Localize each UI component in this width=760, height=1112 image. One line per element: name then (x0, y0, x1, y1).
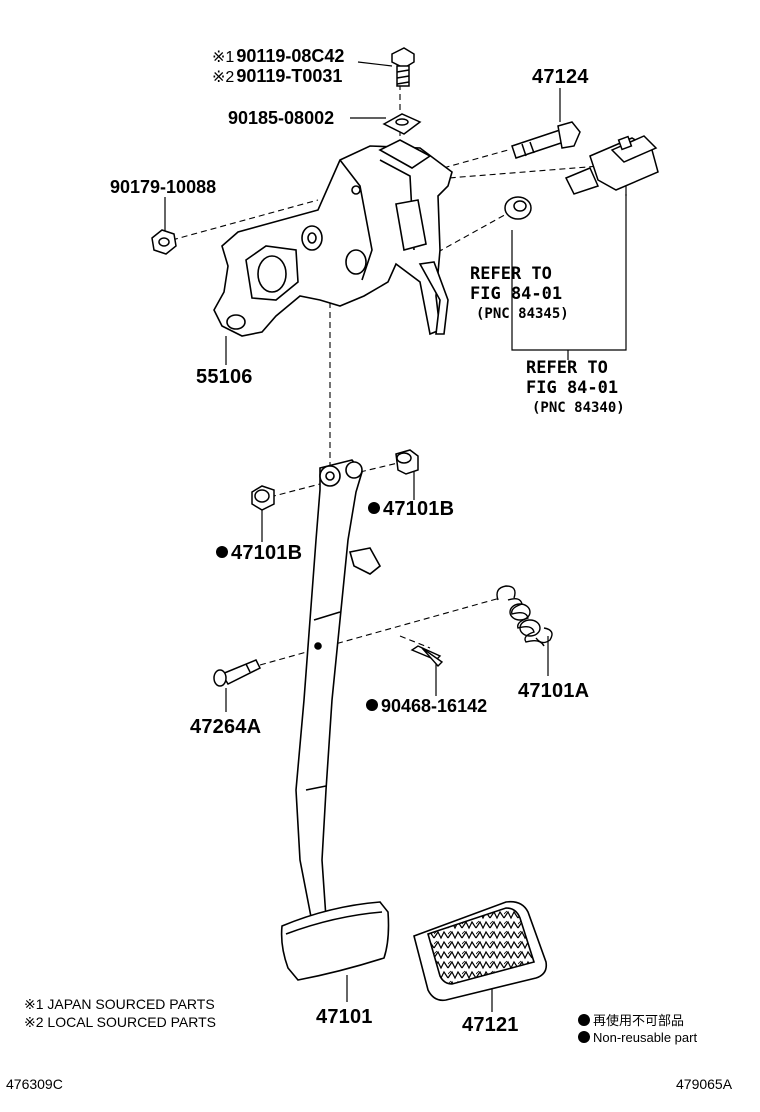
ref1-line1[interactable]: REFER TO (470, 264, 552, 284)
part-label-nut[interactable]: 90179-10088 (110, 177, 217, 197)
bushing-b-right (395, 449, 419, 475)
spring-part (496, 585, 553, 647)
pad-cover-part (413, 900, 548, 1002)
part-label-pedal[interactable]: 47101 (316, 1006, 373, 1028)
legend-dot-icon (578, 1013, 590, 1026)
switch-part (564, 135, 659, 195)
clevis-pin-part (213, 659, 262, 687)
part-label-bushing-right[interactable]: 47101B (368, 498, 454, 521)
part-number: 90119-08C42 (236, 46, 345, 66)
part-number: 90468-16142 (381, 696, 488, 716)
ref2-line1[interactable]: REFER TO (526, 358, 608, 378)
bushing-b-left (251, 485, 275, 511)
clip-part (410, 645, 444, 668)
part-number: 47101B (383, 498, 455, 520)
part-label-washer-nut[interactable]: 90185-08002 (228, 108, 335, 128)
part-number: 47101B (231, 542, 303, 564)
bushing-part (504, 196, 532, 220)
ref2-line2[interactable]: FIG 84-01 (526, 378, 619, 398)
japan-source-mark: ※1 (212, 49, 235, 66)
part-label-clevis-pin[interactable]: 47264A (190, 716, 262, 738)
bracket-part (213, 139, 453, 337)
note-japan-sourced: ※1 JAPAN SOURCED PARTS (24, 996, 215, 1012)
part-label-spring[interactable]: 47101A (518, 680, 590, 702)
local-source-mark: ※2 (212, 69, 235, 86)
legend-jp-text: 再使用不可部品 (593, 1013, 685, 1028)
part-label-bracket[interactable]: 55106 (196, 366, 253, 388)
figure-code-right: 479065A (676, 1076, 733, 1092)
bolt-part (391, 47, 415, 87)
pedal-arm-part (295, 459, 382, 924)
part-number: 90119-T0031 (236, 66, 343, 86)
washer-nut-part (382, 113, 422, 135)
ref2-line3: (PNC 84340) (532, 400, 625, 416)
ref1-line3: (PNC 84345) (476, 306, 569, 322)
part-label-pin[interactable]: 47124 (532, 66, 589, 88)
nut-part (151, 229, 177, 255)
pedal-pad-part (280, 901, 390, 981)
ref1-line2[interactable]: FIG 84-01 (470, 284, 563, 304)
legend-en: Non-reusable part (578, 1030, 697, 1045)
non-reusable-dot (366, 699, 378, 712)
legend-dot-icon (578, 1030, 590, 1043)
legend-jp: 再使用不可部品 (578, 1010, 684, 1029)
figure-code-left: 476309C (6, 1076, 63, 1092)
part-label-pad-cover[interactable]: 47121 (462, 1014, 519, 1036)
non-reusable-dot (368, 501, 380, 514)
part-label-bushing-left[interactable]: 47101B (216, 542, 302, 565)
part-label-clip[interactable]: 90468-16142 (366, 696, 487, 717)
note-local-sourced: ※2 LOCAL SOURCED PARTS (24, 1014, 216, 1030)
pin-part (511, 121, 581, 159)
legend-en-text: Non-reusable part (593, 1030, 698, 1045)
non-reusable-dot (216, 545, 228, 558)
